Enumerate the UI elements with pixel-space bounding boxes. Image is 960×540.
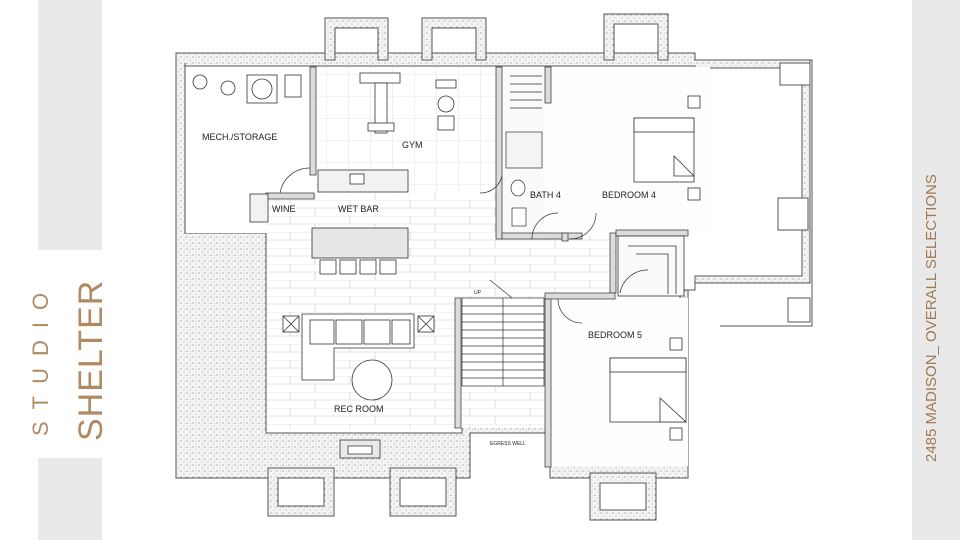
wet-bar <box>249 169 409 275</box>
logo-studio: STUDIO <box>28 280 53 436</box>
rec-furniture <box>282 313 435 459</box>
label-rec-room: REC ROOM <box>334 404 384 414</box>
bath4-fixtures <box>505 75 543 227</box>
label-bath4: BATH 4 <box>530 190 561 200</box>
staircase <box>461 279 545 387</box>
label-bedroom4: BEDROOM 4 <box>602 190 656 200</box>
bedroom5-bed <box>609 337 688 441</box>
door-swings <box>279 167 649 324</box>
mech-equipment <box>192 74 302 104</box>
window-wells-top <box>324 13 669 61</box>
floor-plan: MECH./STORAGE GYM WINE WET BAR BATH 4 BE… <box>175 13 813 521</box>
gym-equipment <box>359 72 457 134</box>
logo-shelter: SHELTER <box>72 279 110 441</box>
window-wells-bottom <box>267 467 657 521</box>
label-wet-bar: WET BAR <box>338 204 379 214</box>
label-gym: GYM <box>402 140 423 150</box>
side-title: 2485 MADISON_ OVERALL SELECTIONS <box>923 174 940 462</box>
label-mech: MECH./STORAGE <box>202 132 277 142</box>
right-band <box>912 0 960 540</box>
bedroom4-bed <box>633 95 701 201</box>
bedroom5-closet <box>617 235 685 297</box>
logo-box <box>38 250 102 458</box>
label-bedroom5: BEDROOM 5 <box>588 330 642 340</box>
label-egress: EGRESS WELL <box>490 441 526 447</box>
label-wine: WINE <box>272 204 296 214</box>
interior-walls <box>265 66 689 468</box>
right-outdoor <box>720 59 813 327</box>
label-stair-up: UP <box>474 290 482 296</box>
